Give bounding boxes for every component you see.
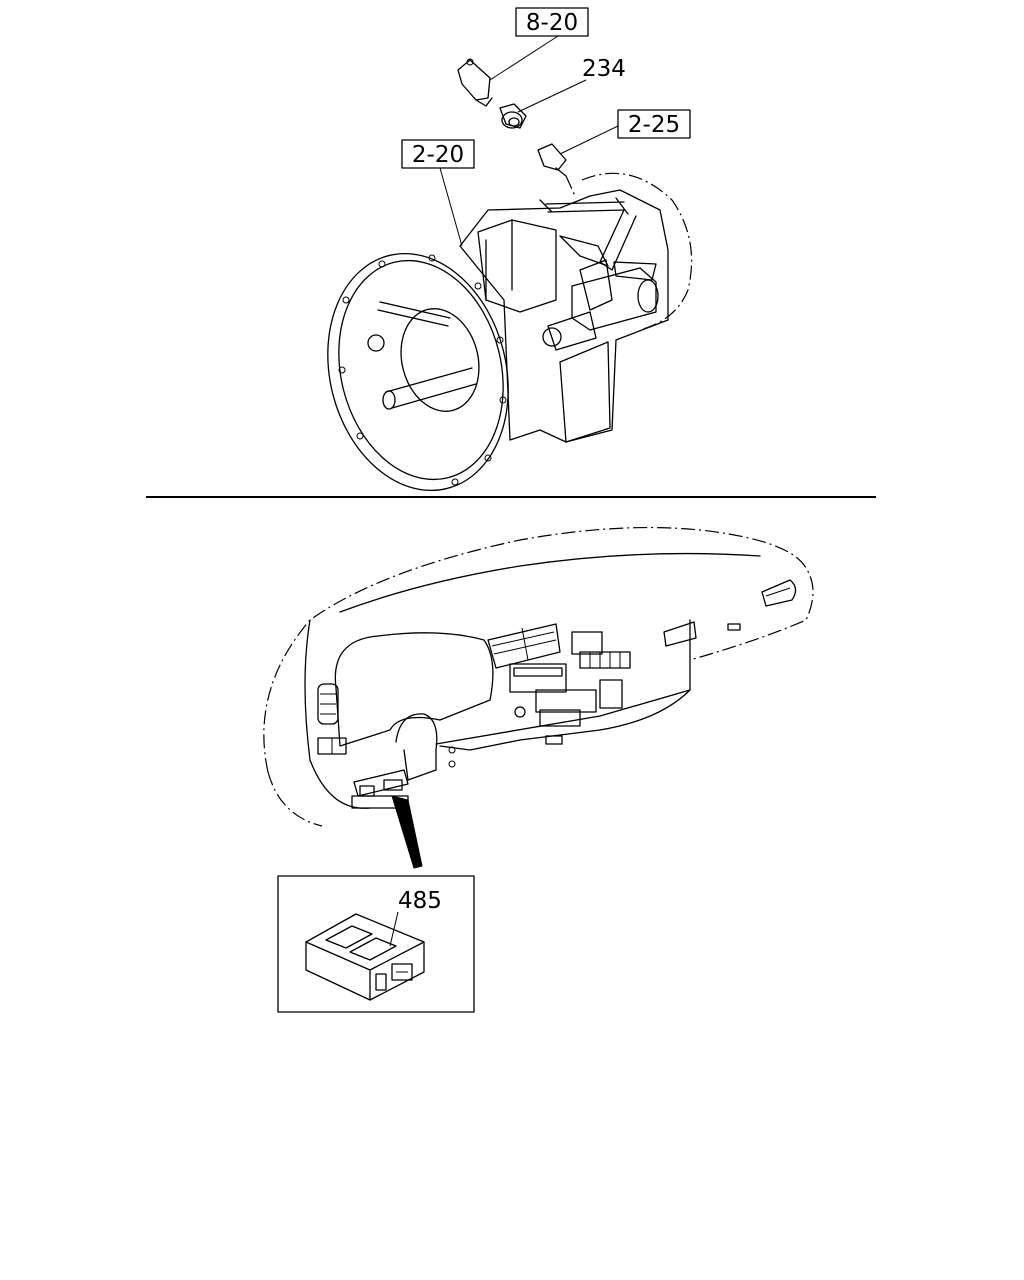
callout-2-20[interactable]: 2-20 [401, 139, 475, 169]
back-up-light-switch-part [537, 143, 567, 177]
leader-lines-top [439, 35, 619, 247]
instrument-panel [263, 526, 814, 827]
callout-234-label: 234 [582, 56, 626, 82]
module-detail-inset: 485 [277, 875, 475, 1013]
callout-2-25-label: 2-25 [628, 112, 680, 138]
control-module-part [305, 913, 425, 1001]
transmission-assembly [327, 172, 693, 492]
speed-sensor-part [499, 103, 527, 129]
detail-arrow [391, 795, 423, 869]
callout-8-20[interactable]: 8-20 [515, 7, 589, 37]
callout-2-25[interactable]: 2-25 [617, 109, 691, 139]
neutral-switch-part [457, 58, 493, 107]
callout-8-20-label: 8-20 [526, 10, 578, 36]
callout-485-label: 485 [398, 888, 442, 914]
flywheel-bolts [338, 254, 507, 486]
callout-2-20-label: 2-20 [412, 142, 464, 168]
callout-234[interactable]: 234 [582, 56, 626, 82]
